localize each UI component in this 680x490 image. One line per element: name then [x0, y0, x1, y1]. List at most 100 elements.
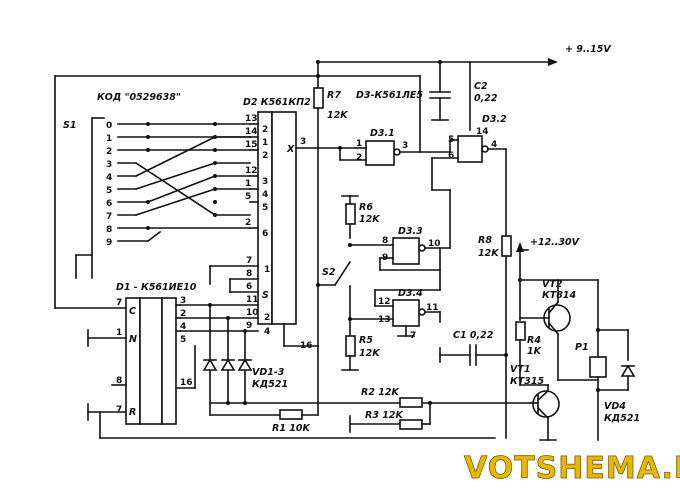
- r1-label: R1 10K: [272, 423, 310, 434]
- switch-s1: S1 КОД "0529638": [63, 92, 181, 279]
- d2-s-label: S: [262, 290, 269, 301]
- c2-val: 0,22: [474, 93, 498, 104]
- d34-pin-11: 11: [426, 303, 439, 313]
- resistor-r4: R4 1K: [515, 321, 542, 386]
- d1-pin-1: 1: [116, 328, 122, 338]
- d2-pin-15: 15: [245, 140, 258, 150]
- s1-label: S1: [63, 120, 76, 131]
- vd13-val: КД521: [252, 379, 288, 390]
- p1-label: P1: [575, 342, 589, 353]
- r5-name: R5: [359, 335, 373, 346]
- resistor-r3: R3 12K: [349, 401, 432, 433]
- d1-pin-3: 3: [180, 296, 186, 306]
- d2-sel-1: 1: [262, 138, 268, 148]
- d1-n: N: [129, 334, 137, 345]
- r3-label: R3 12K: [365, 410, 403, 421]
- gate-d3-4: D3.4 12 13 11 7: [348, 269, 441, 341]
- d2-label: D2 К561КП2: [243, 97, 311, 108]
- d3-label: D3-К561ЛЕ5: [356, 90, 423, 101]
- pos-5: 5: [106, 186, 112, 196]
- gate-d3-3: D3.3 8 9 10: [348, 189, 451, 271]
- d31-pin-3: 3: [402, 141, 408, 151]
- r6-name: R6: [359, 202, 373, 213]
- pos-8: 8: [106, 225, 112, 235]
- r4-val: 1K: [527, 346, 542, 357]
- d2-sel-2: 2: [262, 151, 268, 161]
- vt2-val: КТ814: [542, 290, 576, 301]
- r7-val: 12K: [327, 110, 348, 121]
- d32-pin-6: 6: [448, 151, 454, 161]
- d2-pin-12: 12: [245, 166, 258, 176]
- switch-s2: S2: [316, 260, 352, 287]
- pos-7: 7: [106, 212, 112, 222]
- d2-pin-11: 11: [246, 295, 259, 305]
- d31-pin-2: 2: [356, 153, 362, 163]
- supply-rail-2: +12..30V: [516, 237, 599, 321]
- vt2-name: VT2: [542, 279, 563, 290]
- d2-pin-5: 5: [245, 192, 251, 202]
- watermark-logo: VOTSHEMA.RU: [464, 451, 680, 486]
- d2-pin-10: 10: [246, 308, 259, 318]
- resistor-r1: R1 10K: [272, 345, 319, 434]
- d2-pin-1: 1: [245, 179, 251, 189]
- pos-3: 3: [106, 160, 112, 170]
- d32-pin-14: 14: [476, 127, 489, 137]
- d32-label: D3.2: [482, 114, 507, 125]
- resistor-r2: R2 12K: [361, 387, 423, 408]
- d1-c: C: [129, 306, 136, 317]
- d2-sel-4b: 4: [264, 327, 270, 337]
- vt1-val: КТ315: [510, 376, 544, 387]
- d31-label: D3.1: [370, 128, 395, 139]
- d1-pin-7b: 7: [116, 405, 122, 415]
- d2-pin-3: 3: [300, 137, 306, 147]
- d34-pin-13: 13: [378, 315, 391, 325]
- capacitor-c1: C1 0,22: [439, 330, 508, 366]
- d33-pin-10: 10: [428, 239, 441, 249]
- d1-pin-8: 8: [116, 376, 122, 386]
- vt1-name: VT1: [510, 364, 530, 375]
- resistor-r6: R6 12K: [341, 195, 380, 239]
- d33-pin-8: 8: [382, 236, 388, 246]
- d31-pin-1: 1: [356, 139, 362, 149]
- chip-d1: D1 - К561ИЕ10 C N R 7 1 8 7 3 2 4 5 16: [54, 75, 496, 439]
- d1-r: R: [129, 407, 136, 418]
- d2-sel-4: 4: [262, 190, 268, 200]
- d34-pin-12: 12: [378, 297, 391, 307]
- d1-pin-2: 2: [180, 309, 186, 319]
- d2-pin-14: 14: [245, 127, 258, 137]
- r7-name: R7: [327, 90, 341, 101]
- vd13-name: VD1-3: [252, 367, 285, 378]
- pos-0: 0: [106, 121, 112, 131]
- d2-pin-2: 2: [245, 218, 251, 228]
- transistor-vt2: VT2 КТ814: [519, 279, 576, 381]
- d2-pin-8: 8: [246, 269, 252, 279]
- d1-pin-7: 7: [116, 298, 122, 308]
- chip-d2: D2 К561КП2 13 14 15 12 1 5 2 2 1 2 3 4 5…: [179, 61, 356, 351]
- resistor-r5: R5 12K: [341, 318, 380, 371]
- r8-name: R8: [478, 235, 492, 246]
- d2-sel-6: 6: [262, 229, 268, 239]
- r5-val: 12K: [359, 348, 380, 359]
- resistor-r8: R8 12K: [478, 235, 512, 439]
- gate-d3-1: D3.1 1 2 3: [338, 128, 451, 166]
- pos-9: 9: [106, 238, 112, 248]
- diodes-vd1-3: VD1-3 КД521: [202, 303, 531, 416]
- d1-pin-5: 5: [180, 335, 186, 345]
- switch-contacts: 0 1 2 3 4 5 6 7 8 9: [106, 121, 251, 248]
- supply2-label: +12..30V: [530, 237, 580, 248]
- d1-pin-4: 4: [180, 322, 186, 332]
- d2-sel-3: 3: [262, 177, 268, 187]
- d2-pin-9: 9: [246, 321, 252, 331]
- d2-sel-2b: 2: [264, 313, 270, 323]
- d2-x-label: X: [286, 144, 295, 155]
- d2-pin-13: 13: [245, 114, 258, 124]
- vd4-name: VD4: [604, 401, 626, 412]
- gate-d3-2: D3.2 14 5 6 4: [317, 75, 507, 237]
- d2-sel-5: 5: [262, 203, 268, 213]
- r4-name: R4: [527, 335, 541, 346]
- supply-rail: + 9..15V: [316, 44, 611, 78]
- pos-6: 6: [106, 199, 112, 209]
- pos-4: 4: [106, 173, 112, 183]
- d2-sel-1b: 1: [264, 265, 270, 275]
- pos-2: 2: [106, 147, 112, 157]
